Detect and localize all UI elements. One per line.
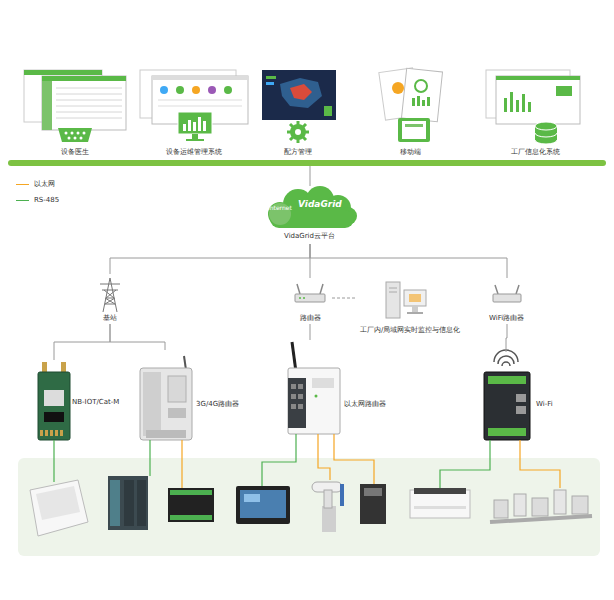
- network-link: [506, 324, 507, 352]
- router: 路由器: [288, 278, 332, 324]
- ethernet-router-device: [288, 342, 340, 434]
- wifi-router-icon: [493, 285, 521, 302]
- network-link: [310, 244, 507, 278]
- wifi-router: WiFi路由器: [482, 278, 532, 324]
- legend-entry: RS-485: [16, 196, 41, 206]
- cellular-router-device: [140, 356, 192, 440]
- app-label-box: 设备运维管理系统: [135, 64, 253, 158]
- app-label-box: 移动端: [370, 64, 450, 158]
- servo-drive: [360, 484, 386, 524]
- server-icon: [386, 282, 426, 318]
- node-label: 基站: [103, 314, 117, 322]
- scara-robot: [312, 482, 344, 532]
- conveyor-line: [490, 490, 592, 522]
- node-label: 路由器: [300, 314, 321, 322]
- network-link: [310, 324, 311, 340]
- legend-text: RS-485: [34, 196, 59, 204]
- node-label: 设备运维管理系统: [166, 148, 222, 156]
- node-label: NB-IOT/Cat-M: [72, 398, 119, 406]
- app-label-box: 设备医生: [20, 64, 130, 158]
- node-label: 配方管理: [284, 148, 312, 156]
- laser-machine: [410, 488, 470, 518]
- node-label: Internet: [268, 204, 292, 211]
- tower-icon: [100, 278, 120, 312]
- node-label: 工厂信息化系统: [511, 148, 560, 156]
- plc-rack: [108, 476, 148, 530]
- network-link: [110, 244, 310, 274]
- node-label: WiFi路由器: [489, 314, 524, 322]
- hmi-panel: [236, 486, 290, 524]
- nbiot-device: [38, 362, 70, 440]
- legend-text: 以太网: [34, 180, 55, 188]
- router-icon: [295, 284, 325, 302]
- node-label: 工厂内/局域网实时监控与信息化: [360, 326, 460, 334]
- base-station: 基站: [88, 274, 132, 324]
- legend-line: [16, 200, 29, 201]
- wifi-gateway-device: [484, 350, 530, 440]
- wifi-gateway: Wi-Fi: [478, 352, 568, 442]
- node-label: 以太网路由器: [344, 400, 386, 408]
- field-panel: [18, 458, 600, 556]
- app-mobile: [379, 68, 443, 142]
- node-label: Wi-Fi: [536, 400, 553, 408]
- app-recipe: [262, 70, 336, 143]
- legend-line-sample: [16, 183, 29, 186]
- node-label: 移动端: [400, 148, 421, 156]
- platform-bar: [8, 160, 606, 166]
- inverter: [30, 480, 88, 536]
- monitor-server: 工厂内/局域网实时监控与信息化: [355, 278, 465, 338]
- legend-line: [16, 184, 29, 185]
- cellular-router: 3G/4G路由器: [134, 350, 244, 442]
- app-device-doctor: [24, 70, 126, 142]
- node-label: VidaGrid云平台: [284, 232, 335, 240]
- bar-link: [310, 166, 311, 186]
- app-label-box: 配方管理: [258, 64, 338, 158]
- network-link: [332, 298, 355, 299]
- node-label: VidaGrid: [298, 199, 342, 210]
- legend-line-sample: [16, 199, 29, 202]
- app-label-box: 工厂信息化系统: [480, 64, 590, 158]
- network-link: [54, 324, 110, 360]
- nbiot-module: NB-IOT/Cat-M: [34, 360, 126, 444]
- app-maintenance: [140, 70, 248, 141]
- network-link: [110, 324, 165, 350]
- cloud-platform: Internet VidaGridVidaGrid云平台: [258, 186, 362, 244]
- node-label: 设备医生: [61, 148, 89, 156]
- ethernet-router: 以太网路由器: [280, 340, 390, 438]
- small-plc: [168, 488, 214, 522]
- app-factory-it: [486, 70, 580, 144]
- node-label: 3G/4G路由器: [196, 400, 239, 408]
- legend-entry: 以太网: [16, 180, 37, 190]
